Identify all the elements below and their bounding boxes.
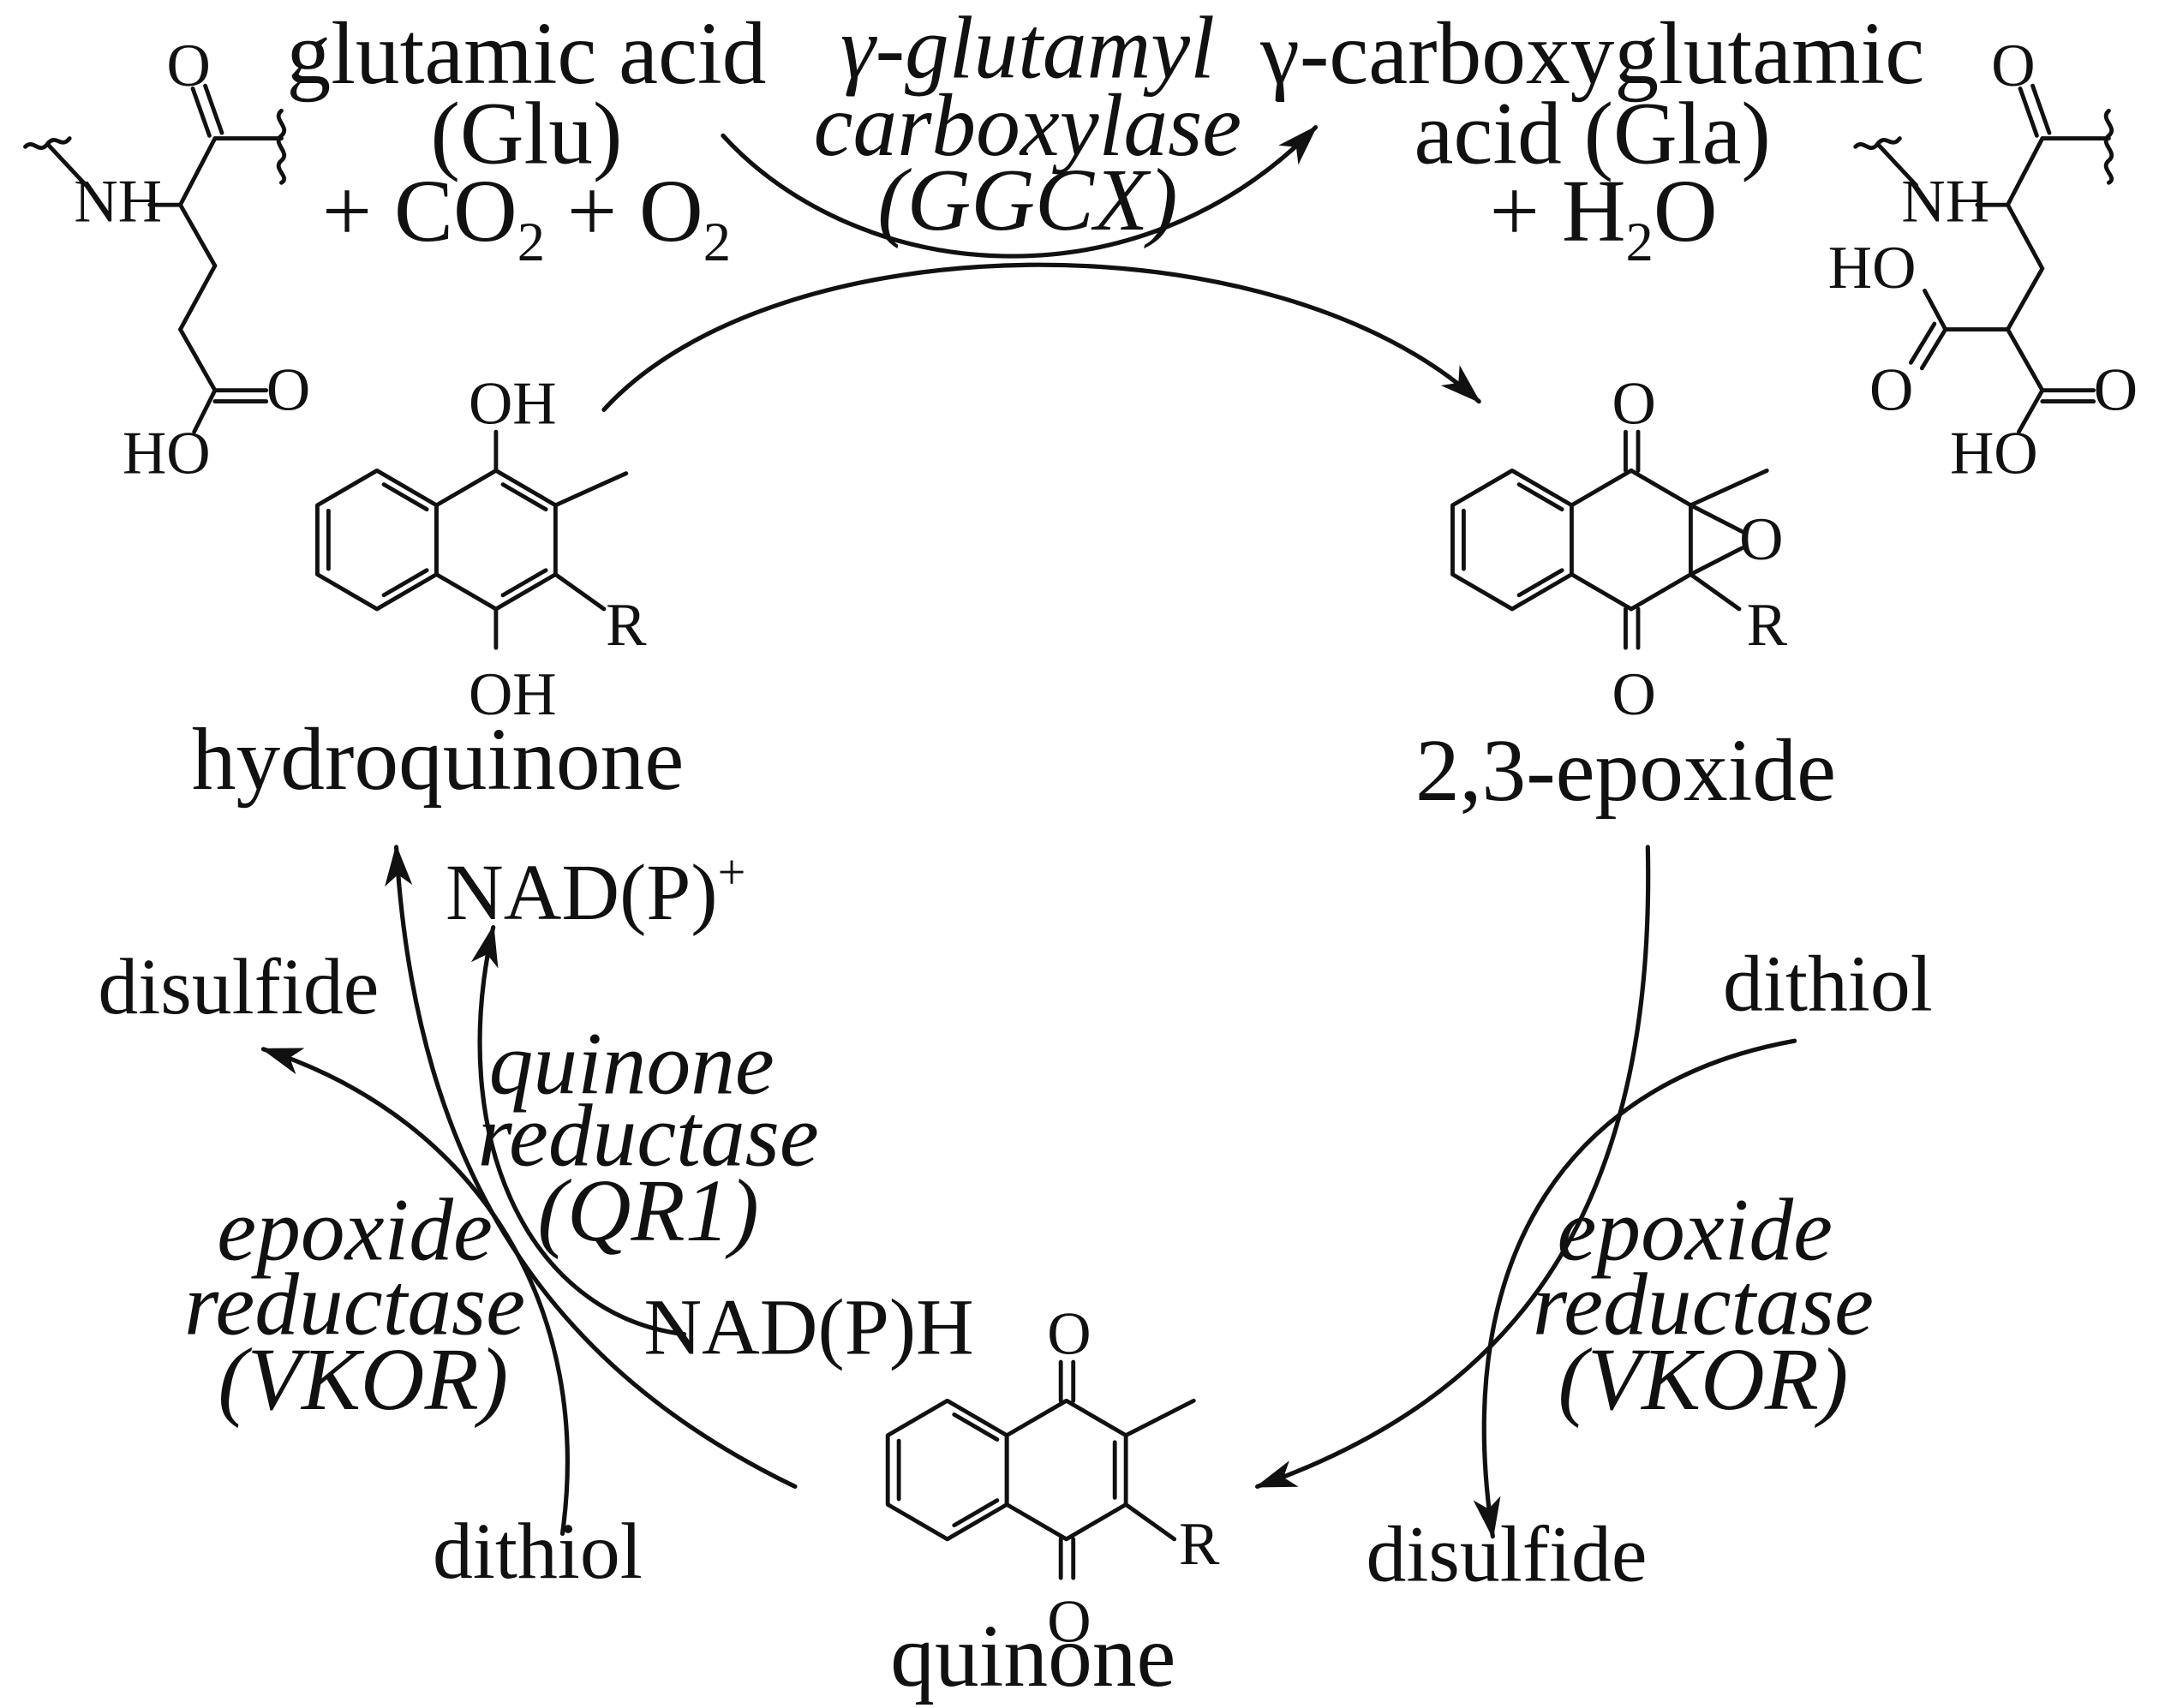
glu-residue-structure: O NH O HO [23,33,310,487]
gla-carbonyl-o: O [1991,33,2035,99]
epoxide-o-ring: O [1739,506,1783,573]
quinone-o-top: O [1047,1300,1091,1367]
glu-acid-o: O [266,356,310,423]
glu-nh-label: NH [74,169,162,236]
substrate-line1: glutamic acid [287,5,767,103]
nadph-label: NAD(P)H [643,1282,973,1371]
glu-to-gla-arrow [721,125,1319,259]
product-line2: acid (Gla) [1414,86,1771,183]
epoxide-o-bottom: O [1612,661,1655,728]
glu-carbonyl-o: O [167,33,211,99]
vkor-right-line1: epoxide [1557,1181,1833,1279]
hydroquinone-r: R [606,592,647,659]
enzyme-ggcx-line3: (GGCX) [877,152,1177,249]
product-line3: + H2O [1490,163,1718,272]
hydroquinone-oh-top: OH [469,370,557,437]
epoxide-to-quinone-arrow [1254,845,1651,1490]
vkor-left-line2: reductase [184,1257,525,1354]
quinone-r: R [1179,1511,1220,1578]
glu-acid-ho: HO [123,421,211,487]
dithiol-to-disulfide-right-arrow [1473,1038,1797,1539]
gla-nh-label: NH [1901,169,1989,236]
epoxide-o-top: O [1612,370,1655,437]
gla-ho-lower: HO [1950,421,2038,487]
disulfide-right-label: disulfide [1367,1509,1648,1598]
substrate-line2: (Glu) [430,86,622,183]
gla-ho-upper: HO [1828,235,1917,302]
qr1-line2: reductase [478,1088,819,1185]
quinone-o-bottom: O [1047,1588,1091,1655]
substrate-line3: + CO2 + O2 [322,163,731,272]
gla-residue-structure: O NH HO O O HO [1828,33,2138,487]
dithiol-left-label: dithiol [433,1507,643,1596]
gla-o-left: O [1869,356,1913,423]
enzyme-ggcx-line2: carboxylase [814,77,1242,175]
qr1-line1: quinone [489,1016,774,1114]
enzyme-ggcx-line1: γ-glutamyl [840,0,1215,97]
nadp-plus-label: NAD(P)+ [446,844,745,937]
disulfide-left-label: disulfide [98,942,379,1031]
vkor-right-line2: reductase [1533,1257,1874,1354]
hydroquinone-oh-bottom: OH [469,661,557,728]
epoxide-r: R [1747,592,1788,659]
epoxide-label: 2,3-epoxide [1415,722,1836,820]
vkor-right-line3: (VKOR) [1558,1331,1849,1429]
hydroquinone-to-epoxide-arrow [601,262,1481,412]
quinone-label: quinone [890,1608,1175,1705]
quinone-structure: O O R [885,1300,1220,1655]
vkor-left-line3: (VKOR) [218,1331,508,1429]
nadph-to-nadp-arrow [470,924,687,1337]
product-line1: γ-carboxyglutamic [1259,5,1924,103]
hydroquinone-structure: OH OH R [315,370,647,728]
dithiol-to-disulfide-left-arrow [260,1047,570,1536]
vkor-left-line1: epoxide [217,1181,493,1279]
gla-o-right: O [2094,356,2138,423]
epoxide-structure: O O O R [1450,370,1788,728]
dithiol-right-label: dithiol [1723,940,1933,1029]
hydroquinone-label: hydroquinone [192,711,684,809]
qr1-line3: (QR1) [537,1162,758,1260]
